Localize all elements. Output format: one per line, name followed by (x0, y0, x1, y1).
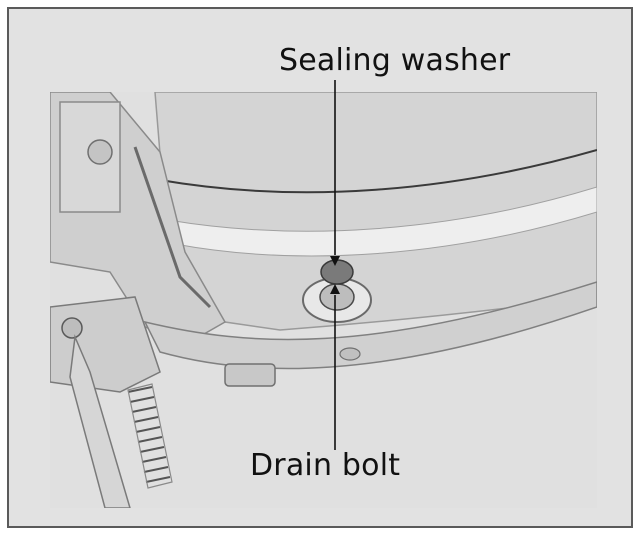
upper-bolt (87, 139, 113, 165)
bracket-arm (133, 146, 212, 309)
sealing-washer (320, 259, 354, 285)
lower-nut (224, 363, 276, 387)
coil-spring (127, 386, 171, 483)
shock-rod (69, 334, 131, 508)
mount-bolt (61, 317, 83, 339)
spring-housing (127, 383, 173, 489)
pan-crease (159, 149, 597, 194)
oil-pan-illustration (50, 92, 597, 508)
drain-bolt (319, 283, 355, 311)
pan-flange (167, 186, 597, 257)
drain-bolt-label: Drain bolt (250, 448, 401, 483)
sealing-washer-label: Sealing washer (279, 43, 511, 78)
rail-bump (339, 347, 361, 361)
